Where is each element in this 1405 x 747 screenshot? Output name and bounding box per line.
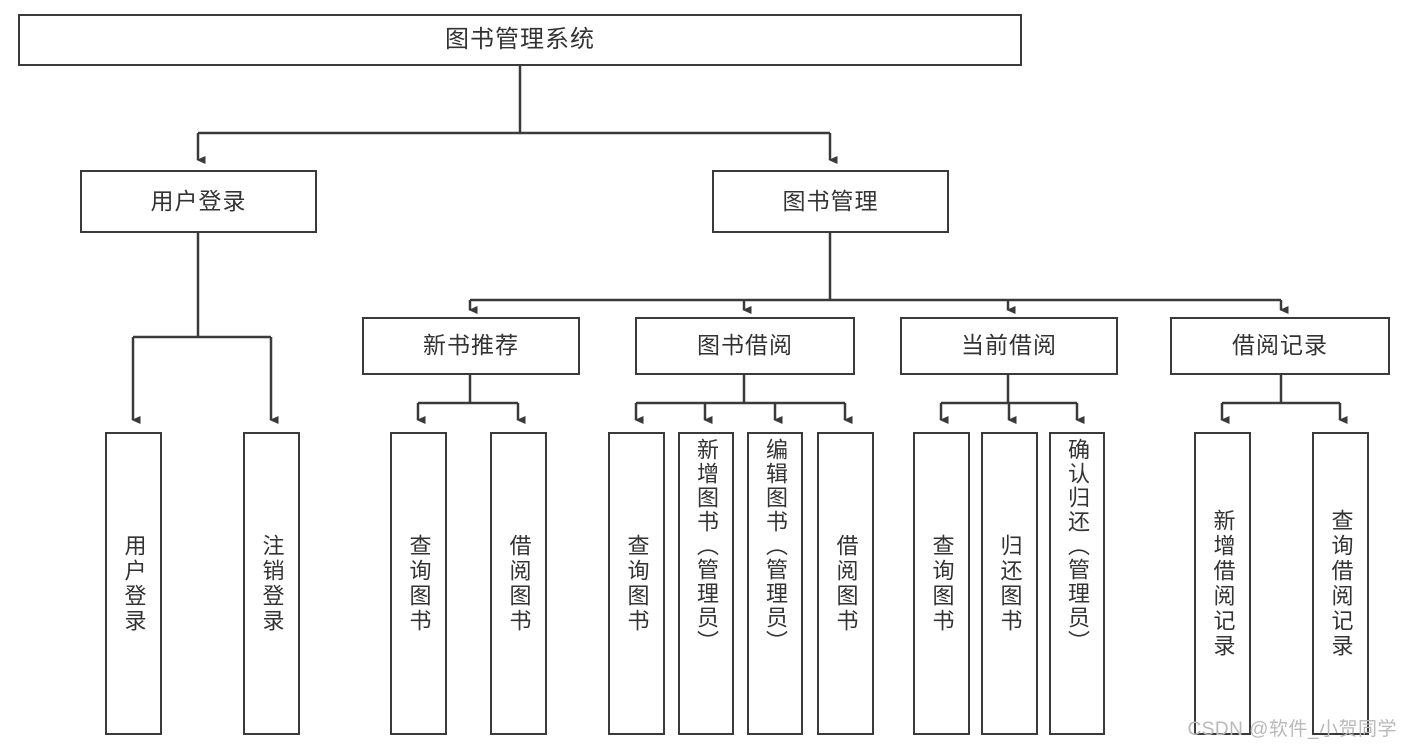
leaf-book-borrow-borrow-books[interactable]: 借阅图书 [817,432,874,735]
node-label: 借阅记录 [1232,332,1328,359]
node-label: 查询图书 [406,533,432,634]
watermark-csdn: CSDN @软件_小贺同学 [1187,719,1397,740]
node-label: 图书管理 [782,187,879,214]
node-label: 归还图书 [997,533,1023,634]
leaf-current-borrow-confirm-return-admin[interactable]: 确认归还（管理员） [1049,432,1105,735]
node-label: 当前借阅 [961,332,1057,359]
leaf-new-book-borrow-books[interactable]: 借阅图书 [490,432,547,735]
node-user-login[interactable]: 用户登录 [80,170,317,233]
leaf-book-borrow-edit-book-admin[interactable]: 编辑图书（管理员） [747,432,803,735]
leaf-user-login-login[interactable]: 用户登录 [105,432,162,735]
leaf-borrow-record-query-record[interactable]: 查询借阅记录 [1312,432,1369,735]
node-label: 借阅图书 [833,533,859,634]
node-label: 图书借阅 [697,332,793,359]
node-book-borrow[interactable]: 图书借阅 [635,317,855,375]
node-label: 新书推荐 [423,332,519,359]
leaf-book-borrow-add-book-admin[interactable]: 新增图书（管理员） [678,432,734,735]
node-new-book-recommend[interactable]: 新书推荐 [362,317,580,375]
node-book-management[interactable]: 图书管理 [712,170,949,233]
node-label: 图书管理系统 [445,25,595,53]
node-label: 借阅图书 [506,533,532,634]
leaf-user-login-logout[interactable]: 注销登录 [243,432,300,735]
leaf-new-book-query-books[interactable]: 查询图书 [390,432,447,735]
node-label: 新增借阅记录 [1210,508,1236,659]
node-label: 新增图书（管理员） [694,438,719,654]
leaf-borrow-record-add-record[interactable]: 新增借阅记录 [1194,432,1251,735]
leaf-current-borrow-query-books[interactable]: 查询图书 [913,432,970,735]
node-label: 查询借阅记录 [1328,508,1354,659]
leaf-current-borrow-return-books[interactable]: 归还图书 [981,432,1038,735]
node-label: 查询图书 [929,533,955,634]
node-borrow-record[interactable]: 借阅记录 [1170,317,1390,375]
node-root-book-management-system[interactable]: 图书管理系统 [18,14,1022,66]
node-label: 注销登录 [259,533,285,634]
node-current-borrow[interactable]: 当前借阅 [900,317,1118,375]
node-label: 用户登录 [150,187,247,214]
node-label: 编辑图书（管理员） [763,438,788,654]
node-label: 用户登录 [121,533,147,634]
leaf-book-borrow-query-books[interactable]: 查询图书 [608,432,665,735]
node-label: 确认归还（管理员） [1065,438,1090,654]
node-label: 查询图书 [624,533,650,634]
